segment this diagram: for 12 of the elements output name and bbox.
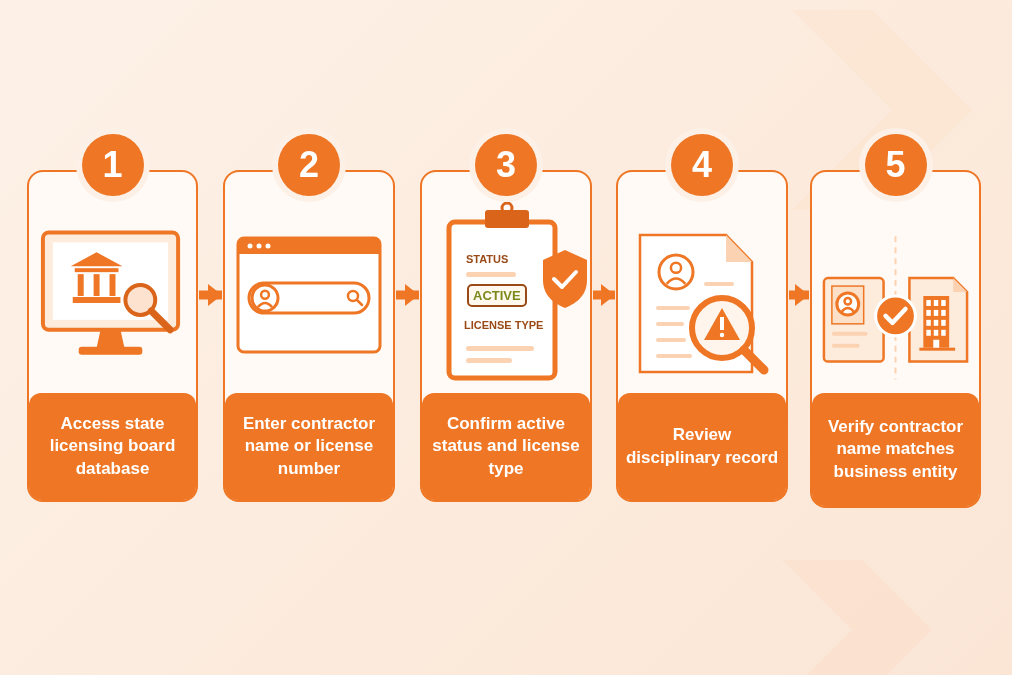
license-type-label: LICENSE TYPE [464, 320, 544, 331]
step-text: Confirm active status and license type [431, 413, 581, 480]
arrow [789, 284, 809, 306]
arrow [396, 284, 419, 306]
arrow [199, 284, 222, 306]
status-label: STATUS [466, 254, 509, 265]
step-text: Enter contractor name or license number [241, 413, 377, 480]
step-text: Review disciplinary record [624, 424, 780, 469]
arrow [593, 284, 615, 306]
step-text: Verify contractor name matches business entity [826, 416, 965, 483]
status-badge: ACTIVE [467, 284, 527, 307]
step-text: Access state licensing board database [48, 413, 177, 480]
